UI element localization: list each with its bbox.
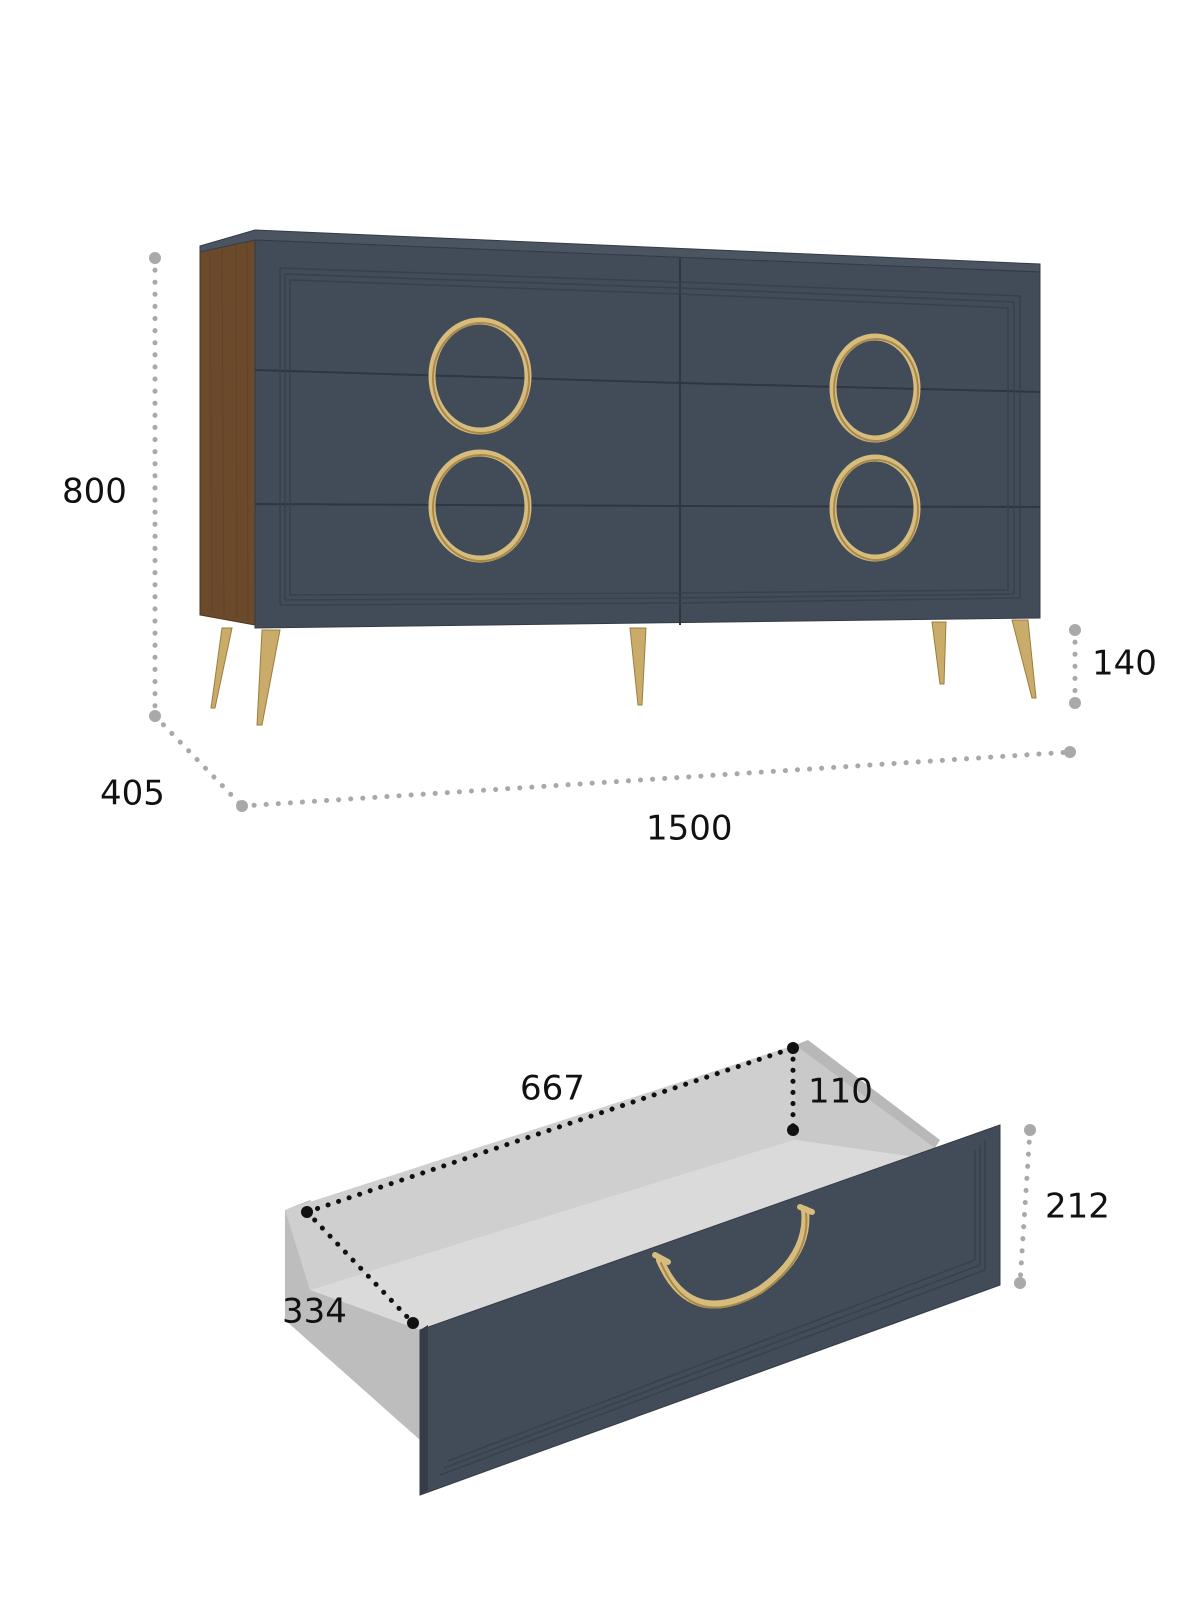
drawer-depth-dim-line (304, 1209, 416, 1326)
ring-handle-icon (428, 449, 532, 563)
drawer-back-wall (285, 1045, 795, 1290)
dresser-front (254, 239, 1041, 629)
drawer-right-wall (795, 1045, 935, 1160)
drawer-dimension-lines: 667 110 212 334 (282, 1042, 1110, 1332)
drawer-split-lines (254, 369, 1041, 508)
drawer-front-moulding (439, 1140, 986, 1476)
width-label: 1500 (646, 809, 733, 849)
dresser-legs (210, 619, 1037, 726)
drawer-length-dim-line (304, 1045, 796, 1215)
dresser (199, 229, 1041, 726)
drawer-front-height-dim-line (1017, 1127, 1033, 1286)
wood-grain (209, 241, 249, 621)
drawer (285, 1040, 1001, 1496)
drawer-length-label: 667 (520, 1069, 585, 1109)
drawer-inner-height-label: 110 (808, 1072, 873, 1112)
height-label: 800 (62, 472, 127, 512)
leg-height-label: 140 (1092, 644, 1157, 684)
ring-handle-icon (829, 454, 921, 562)
drawer-right-wall-top (795, 1040, 940, 1148)
arc-handle-icon (652, 1204, 815, 1309)
left-frame-moulding (279, 267, 681, 606)
drawer-depth-label: 334 (282, 1292, 347, 1332)
ring-handle-icon (428, 317, 532, 435)
drawer-front-edge (420, 1325, 428, 1495)
width-dim-line (239, 749, 1073, 809)
drawer-floor (310, 1140, 935, 1330)
depth-label: 405 (100, 774, 165, 814)
dresser-dimension-lines: 800 405 1500 140 (62, 252, 1157, 849)
depth-dim-line (152, 713, 245, 809)
right-frame-moulding (679, 281, 1021, 604)
ring-handle-icon (829, 333, 921, 443)
drawer-front-height-label: 212 (1045, 1187, 1110, 1227)
